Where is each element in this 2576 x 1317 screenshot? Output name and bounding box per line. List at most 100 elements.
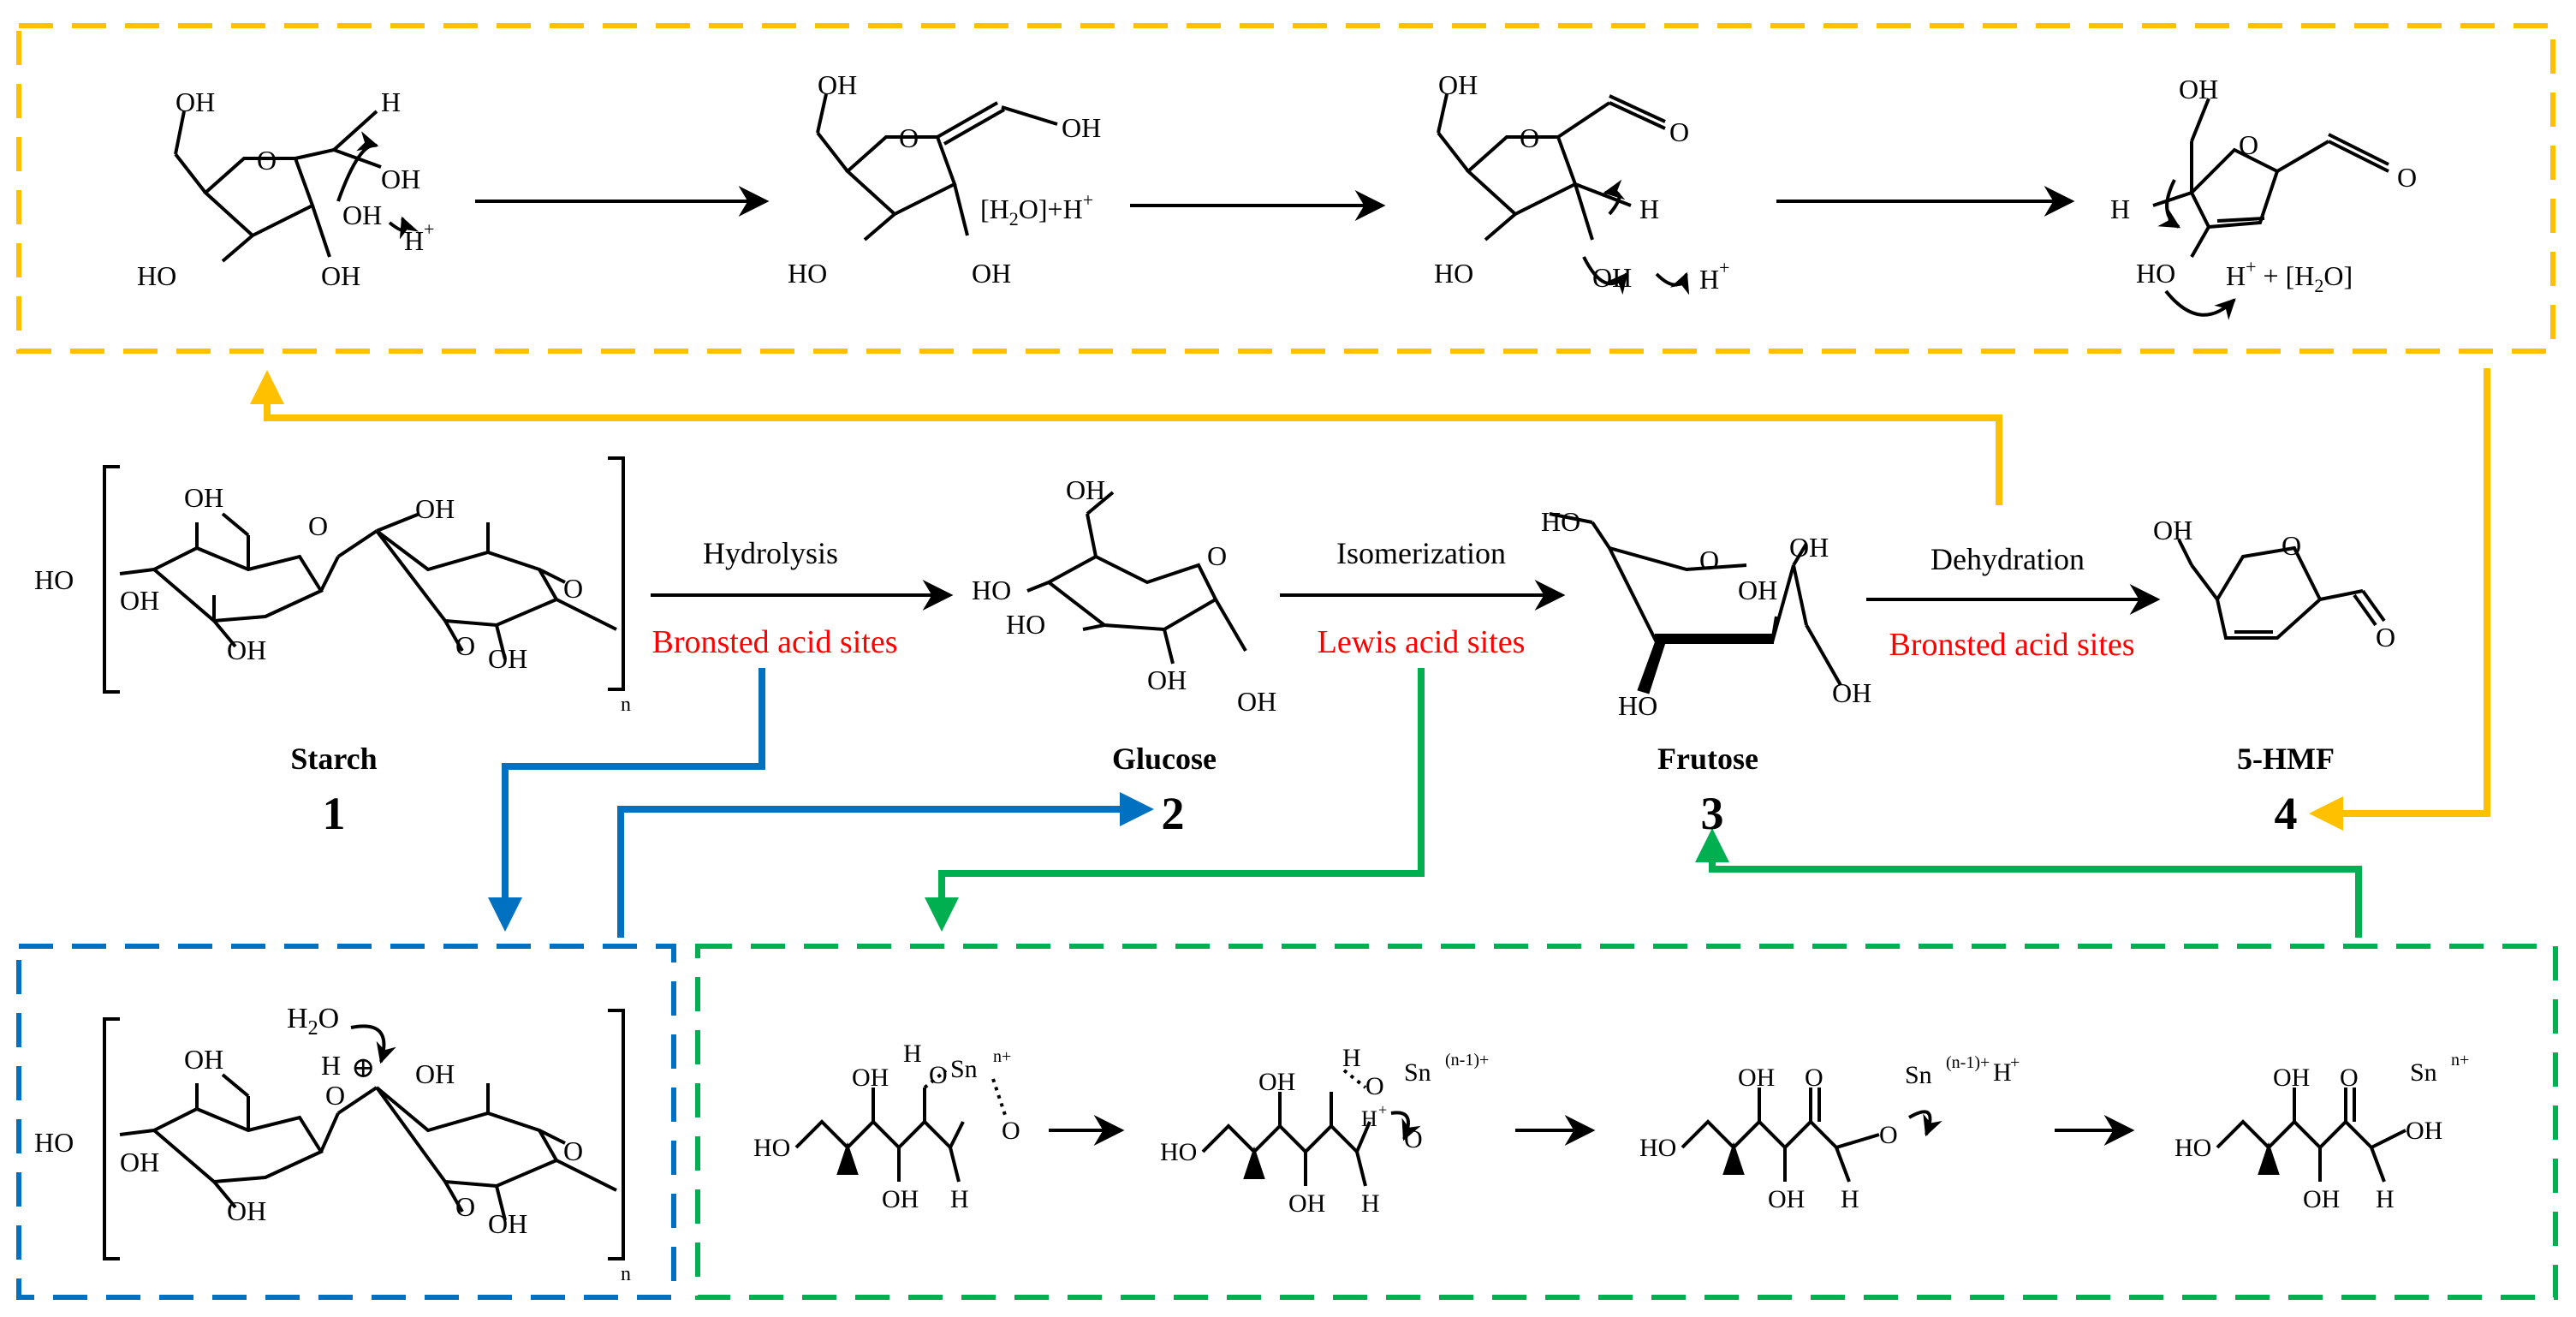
svg-text:OH: OH [1062, 112, 1101, 143]
dehydration-stage-2-labels: OH O OH HO OH [788, 69, 1101, 289]
svg-text:O: O [1520, 122, 1539, 153]
svg-text:O: O [2340, 1064, 2359, 1092]
svg-text:n+: n+ [2451, 1051, 2469, 1070]
compound-number-2: 2 [1162, 788, 1185, 839]
svg-text:OH: OH [120, 585, 159, 616]
svg-text:H: H [1639, 194, 1659, 224]
hydrolysis-label: Hydrolysis [703, 536, 838, 570]
svg-text:H: H [404, 225, 424, 256]
svg-text:OH: OH [1258, 1068, 1295, 1096]
svg-text:OH: OH [818, 69, 857, 100]
svg-text:Sn: Sn [950, 1055, 978, 1083]
orange-connector-to-top-box [250, 370, 2002, 505]
svg-text:Sn: Sn [2410, 1058, 2437, 1087]
compound-name-fructose: Frutose [1657, 742, 1758, 776]
svg-text:HO: HO [2136, 258, 2175, 289]
svg-text:⊕: ⊕ [351, 1052, 376, 1084]
compound-name-hmf: 5-HMF [2237, 742, 2335, 776]
svg-text:+: + [1719, 257, 1729, 278]
dehydration-catalyst: Bronsted acid sites [1889, 627, 2134, 663]
svg-text:H: H [321, 1050, 341, 1081]
svg-text:OH: OH [321, 260, 360, 291]
svg-text:OH: OH [227, 635, 266, 665]
svg-text:OH: OH [972, 258, 1011, 289]
svg-text:OH: OH [2303, 1185, 2340, 1213]
svg-text:O: O [1365, 1072, 1384, 1100]
starch-hydrolysis-mechanism-box [16, 944, 676, 1300]
svg-text:H: H [1699, 264, 1719, 295]
svg-text:+: + [424, 218, 434, 240]
svg-text:O: O [308, 510, 328, 541]
svg-text:O: O [929, 1061, 948, 1089]
green-connector-to-fructose [1695, 828, 2362, 938]
compound-number-1: 1 [323, 788, 346, 839]
compound-name-glucose: Glucose [1112, 742, 1217, 776]
green-connector-to-bottom-box [925, 668, 1425, 932]
isomerization-stage-d [2216, 1088, 2406, 1183]
svg-text:HO: HO [1160, 1138, 1197, 1166]
fructose-atom-labels: HO O OH OH HO OH [1541, 506, 1871, 721]
svg-text:HO: HO [1618, 690, 1657, 721]
dehydration-stage-4 [2152, 98, 2389, 320]
svg-text:n: n [621, 1263, 631, 1285]
isomerization-stage-b-labels: HO OH OH H O Sn (n-1)+ H + O H [1160, 1044, 1489, 1218]
svg-text:OH: OH [1237, 686, 1276, 717]
isomerization-label: Isomerization [1336, 536, 1506, 570]
svg-text:n+: n+ [993, 1047, 1011, 1066]
svg-text:O: O [325, 1080, 345, 1111]
svg-text:OH: OH [1738, 1064, 1775, 1092]
isomerization-stage-a [794, 1069, 1008, 1183]
svg-text:OH: OH [176, 86, 215, 117]
hmf-structure [2177, 539, 2386, 640]
svg-text:O: O [2376, 622, 2395, 653]
svg-text:HO: HO [34, 564, 74, 595]
isomerization-stage-a-labels: HO OH OH H O Sn n+ O H [753, 1040, 1020, 1213]
svg-text:HO: HO [788, 258, 827, 289]
svg-text:OH: OH [1738, 575, 1777, 605]
svg-text:OH: OH [2406, 1117, 2442, 1145]
svg-text:H+ + [H2O]: H+ + [H2O] [2226, 256, 2353, 296]
starch-atom-labels: HO OH OH OH O O OH O OH O n [34, 482, 631, 716]
dehydration-stage-4-proton-water: H+ + [H2O] [2226, 256, 2353, 296]
svg-text:OH: OH [2153, 515, 2192, 545]
svg-text:O: O [563, 573, 583, 604]
svg-text:OH: OH [1768, 1185, 1805, 1213]
svg-text:H: H [2376, 1185, 2395, 1213]
svg-text:OH: OH [1438, 69, 1478, 100]
starch-structure [103, 456, 625, 694]
svg-text:O: O [899, 122, 919, 153]
isomerization-stage-b [1201, 1069, 1421, 1187]
svg-text:H2O: H2O [287, 1003, 339, 1040]
svg-text:O: O [455, 630, 475, 661]
svg-text:OH: OH [1592, 262, 1632, 293]
svg-text:O: O [2397, 162, 2417, 193]
svg-text:OH: OH [1832, 677, 1871, 708]
svg-text:H: H [1361, 1106, 1377, 1131]
dehydration-stage-1-labels: OH O H OH OH HO OH H + [137, 86, 434, 291]
svg-text:OH: OH [415, 493, 455, 524]
isomerization-catalyst: Lewis acid sites [1318, 624, 1526, 660]
hydrolysis-catalyst: Bronsted acid sites [651, 624, 897, 660]
svg-text:HO: HO [137, 260, 176, 291]
dehydration-stage-3-labels: OH O O H HO OH H + [1434, 69, 1729, 295]
svg-text:OH: OH [488, 643, 527, 674]
isomerization-stage-c-labels: HO OH OH O H O Sn (n-1)+ H + [1639, 1053, 2020, 1213]
glucose-isomerization-mechanism-box [695, 944, 2558, 1300]
svg-text:OH: OH [2273, 1064, 2310, 1092]
svg-text:Sn: Sn [1905, 1061, 1932, 1089]
dehydration-stage-4-labels: OH O O H HO [2110, 74, 2417, 289]
svg-text:H: H [1342, 1044, 1361, 1072]
svg-text:HO: HO [1639, 1134, 1676, 1162]
svg-text:OH: OH [882, 1185, 919, 1213]
svg-text:OH: OH [227, 1195, 266, 1226]
svg-text:H: H [381, 86, 401, 117]
isomerization-stage-d-labels: HO OH OH O H OH Sn n+ [2174, 1051, 2469, 1213]
svg-text:(n-1)+: (n-1)+ [1946, 1053, 1990, 1072]
svg-text:Sn: Sn [1404, 1058, 1431, 1087]
svg-text:HO: HO [2174, 1134, 2211, 1162]
svg-text:H: H [2110, 194, 2130, 224]
svg-text:OH: OH [415, 1058, 455, 1089]
dehydration-stage-2-water-proton: [H2O]+H+ [980, 189, 1093, 229]
svg-text:O: O [1805, 1064, 1823, 1092]
